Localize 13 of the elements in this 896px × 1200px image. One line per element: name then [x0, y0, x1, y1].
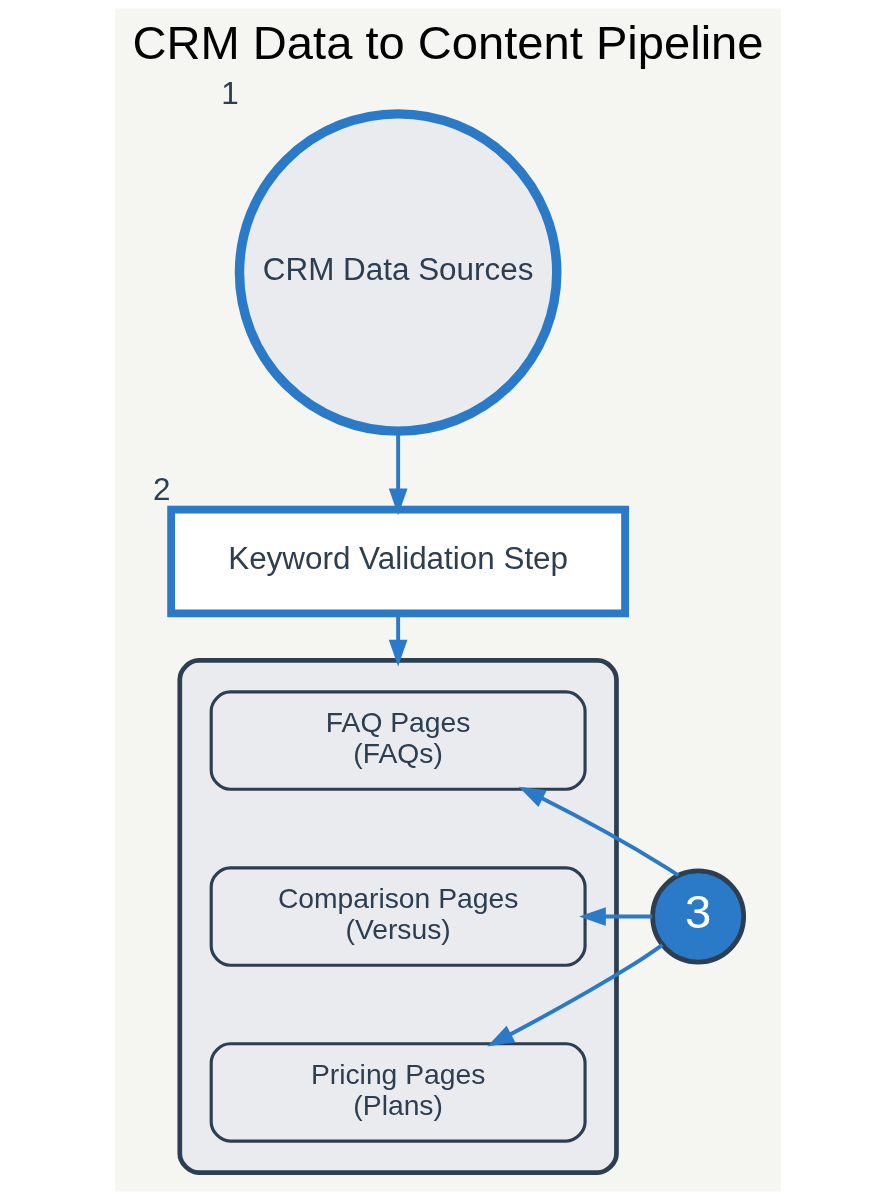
node-circle: 3	[650, 868, 747, 965]
cluster	[177, 658, 619, 1175]
node-label: 1	[221, 76, 239, 112]
node-box: FAQ Pages (FAQs)	[209, 690, 587, 791]
node-label: 2	[153, 472, 171, 508]
arrow	[579, 907, 653, 926]
node-circle: CRM Data Sources	[234, 109, 562, 436]
node-box: Keyword Validation Step	[167, 505, 630, 618]
arrow	[487, 943, 664, 1047]
node-box: Pricing Pages (Plans)	[209, 1042, 587, 1143]
diagram-title: CRM Data to Content Pipeline	[132, 15, 764, 69]
node-box: Comparison Pages (Versus)	[209, 866, 587, 967]
arrow	[518, 786, 680, 877]
